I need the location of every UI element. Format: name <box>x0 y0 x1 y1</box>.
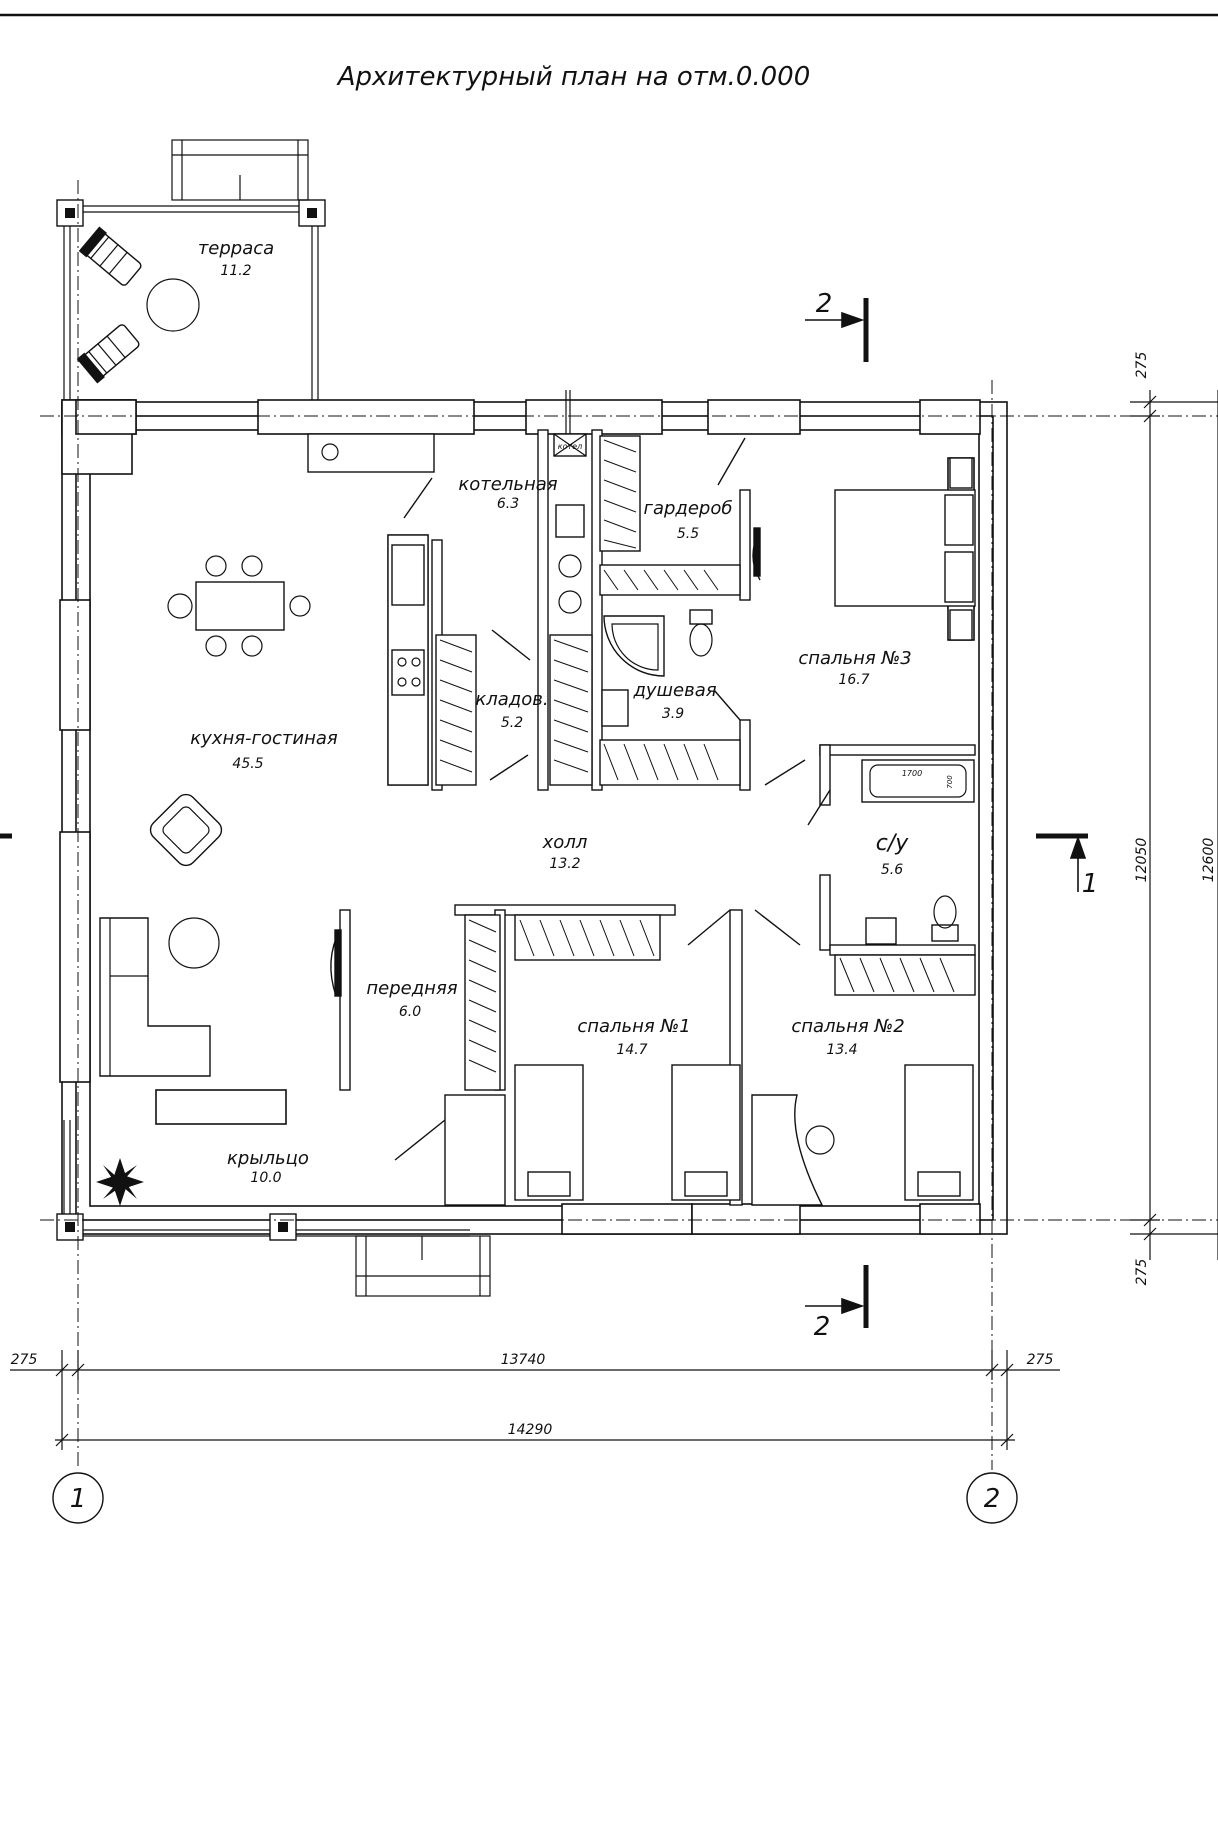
boiler-tag: котел <box>558 442 582 451</box>
room-pantry-name: кладов. <box>475 689 548 710</box>
room-bedroom1-name: спальня №1 <box>577 1016 690 1037</box>
dim-top-offset: 275 <box>1134 352 1150 379</box>
plan-title: Архитектурный план на отм.0.000 <box>336 62 811 92</box>
room-bedroom3-area: 16.7 <box>838 672 869 688</box>
bath-tag: 1700 <box>902 769 922 778</box>
dim-total-height: 12600 <box>1201 838 1217 883</box>
room-porch-name: крыльцо <box>227 1148 309 1169</box>
dim-inner-width: 13740 <box>501 1352 546 1368</box>
room-bedroom1-area: 14.7 <box>616 1042 647 1058</box>
furniture <box>96 433 976 1206</box>
room-shower-area: 3.9 <box>662 706 684 722</box>
doors <box>330 437 831 1161</box>
dimension-lines <box>10 390 1218 1450</box>
room-terrace-area: 11.2 <box>220 263 251 279</box>
dim-total-width: 14290 <box>508 1422 553 1438</box>
room-hall-name: холл <box>542 832 588 853</box>
dim-left-offset: 275 <box>11 1352 38 1368</box>
room-boiler-name: котельная <box>458 474 557 495</box>
room-kitchen-area: 45.5 <box>232 756 263 772</box>
axis-label-1: 1 <box>70 1484 87 1514</box>
section-mark-2-top <box>805 298 869 362</box>
axis-lines <box>40 180 1218 1470</box>
dim-bottom-offset: 275 <box>1134 1259 1150 1286</box>
section-2-bottom-label: 2 <box>814 1312 831 1342</box>
section-mark-2-bottom <box>805 1265 869 1328</box>
room-bedroom2-area: 13.4 <box>826 1042 857 1058</box>
closets <box>435 435 976 1091</box>
section-1-label: 1 <box>1082 869 1099 899</box>
room-wardrobe-area: 5.5 <box>677 526 699 542</box>
room-bathroom-area: 5.6 <box>881 862 903 878</box>
room-terrace-name: терраса <box>198 238 274 259</box>
room-hall-area: 13.2 <box>549 856 580 872</box>
room-porch-area: 10.0 <box>250 1170 281 1186</box>
axis-label-2: 2 <box>984 1484 1001 1514</box>
room-pantry-area: 5.2 <box>501 715 523 731</box>
terrace <box>56 139 326 405</box>
axis-bubble-1 <box>52 1472 104 1524</box>
section-mark-1 <box>1036 833 1088 892</box>
porch <box>56 1120 491 1297</box>
room-entry-name: передняя <box>366 978 457 999</box>
section-2-top-label: 2 <box>816 289 833 319</box>
dim-right-offset: 275 <box>1027 1352 1054 1368</box>
axis-bubble-2 <box>966 1472 1018 1524</box>
room-wardrobe-name: гардероб <box>644 498 733 519</box>
room-shower-name: душевая <box>632 680 716 701</box>
room-bedroom3-name: спальня №3 <box>798 648 911 669</box>
room-bathroom-name: с/у <box>876 831 910 856</box>
room-entry-area: 6.0 <box>399 1004 421 1020</box>
room-bedroom2-name: спальня №2 <box>791 1016 904 1037</box>
dim-inner-height: 12050 <box>1134 838 1150 883</box>
room-kitchen-name: кухня-гостиная <box>190 728 338 749</box>
room-boiler-area: 6.3 <box>497 496 519 512</box>
bath-tag-2: 700 <box>946 775 954 789</box>
